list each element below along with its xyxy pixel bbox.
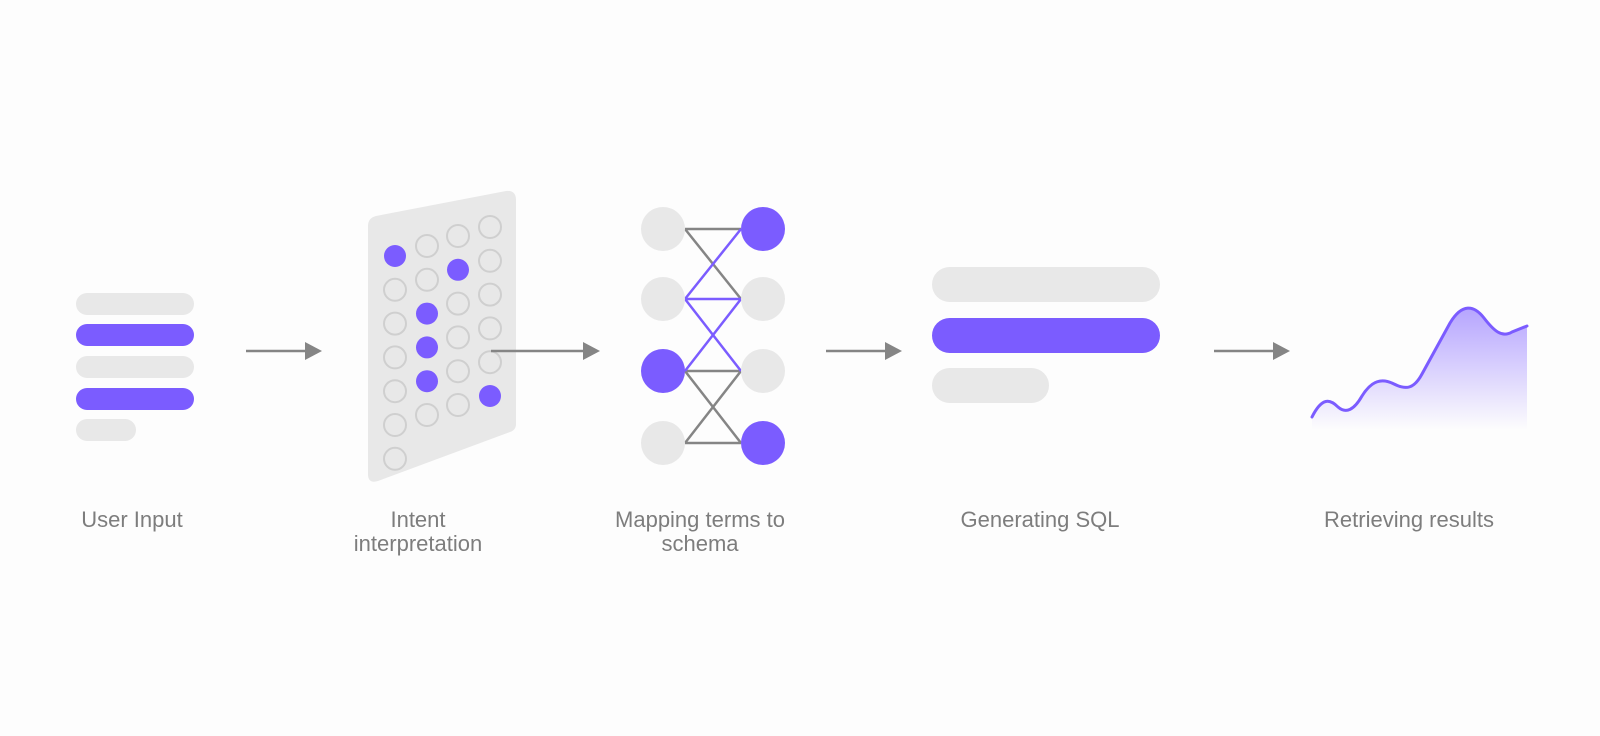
matrix-dot — [478, 215, 502, 239]
matrix-dot — [478, 350, 502, 375]
matrix-dot-active — [447, 258, 469, 281]
matrix-dot — [383, 345, 407, 370]
step-label-intent-interpretation: Intent interpretation — [353, 507, 483, 556]
matrix-dot — [478, 248, 502, 273]
arrow-icon — [491, 342, 600, 360]
matrix-dot — [415, 234, 439, 258]
code-bar — [932, 267, 1160, 302]
chart-line — [1310, 306, 1529, 419]
chart-area — [1312, 308, 1527, 430]
code-bar — [932, 368, 1049, 403]
source-node — [641, 421, 685, 465]
target-node-active — [741, 421, 785, 465]
arrow-icon — [246, 342, 322, 360]
matrix-dot-active — [416, 336, 438, 359]
matrix-dot — [383, 379, 407, 404]
matrix-dot — [415, 267, 439, 292]
matrix-dot — [383, 277, 407, 302]
step-label-retrieving-results: Retrieving results — [1324, 507, 1494, 532]
matrix-dot-active — [479, 385, 501, 407]
text-lines-icon — [76, 293, 194, 441]
target-node — [741, 277, 785, 321]
code-bars-icon — [932, 267, 1160, 403]
source-node — [641, 207, 685, 251]
arrow-icon — [826, 342, 902, 360]
matrix-dot — [478, 316, 502, 341]
code-bar-highlight — [932, 318, 1160, 353]
matrix-dot — [446, 224, 470, 248]
matrix-dot — [415, 403, 439, 427]
text-line — [76, 356, 194, 378]
matrix-dot — [383, 311, 407, 336]
matrix-dot — [383, 446, 407, 471]
target-node — [741, 349, 785, 393]
text-line-highlight — [76, 388, 194, 410]
matrix-dot-active — [384, 245, 406, 267]
step-label-mapping-terms: Mapping terms to schema — [615, 507, 785, 556]
source-node-active — [641, 349, 685, 393]
node-mapping-icon — [641, 207, 785, 465]
text-line — [76, 293, 194, 315]
matrix-dot — [383, 413, 407, 437]
matrix-dot — [446, 291, 470, 316]
matrix-dot — [446, 359, 470, 384]
text-line — [76, 419, 136, 441]
step-label-user-input: User Input — [81, 507, 183, 532]
target-node-active — [741, 207, 785, 251]
matrix-dot-active — [416, 370, 438, 393]
line-chart-icon — [1310, 306, 1529, 430]
source-node — [641, 277, 685, 321]
dot-matrix-icon — [368, 190, 516, 482]
matrix-dot-active — [416, 302, 438, 325]
matrix-dot — [446, 325, 470, 350]
matrix-panel — [368, 190, 516, 482]
arrow-icon — [1214, 342, 1290, 360]
matrix-dot — [478, 282, 502, 307]
text-line-highlight — [76, 324, 194, 346]
step-label-generating-sql: Generating SQL — [960, 507, 1120, 532]
matrix-dot — [446, 393, 470, 417]
mapping-edges-purple — [684, 228, 742, 372]
